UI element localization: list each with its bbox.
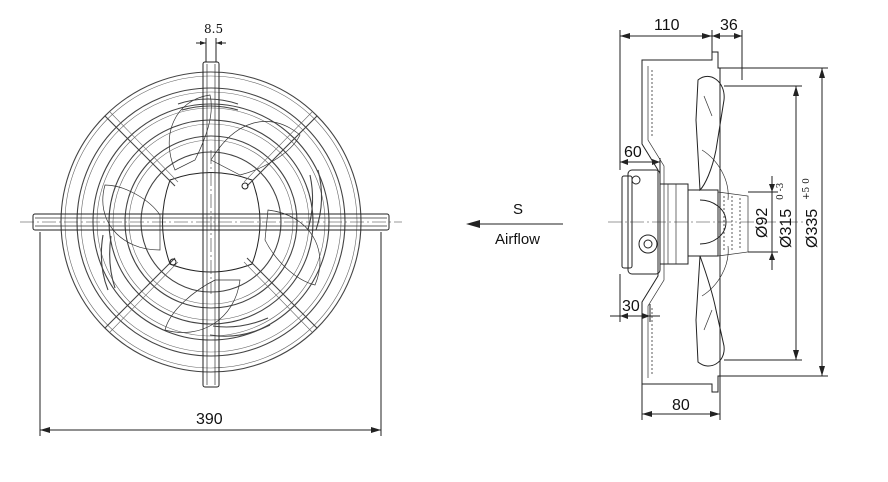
airflow-indicator: S Airflow (466, 201, 563, 248)
motor-dimension: 60 (620, 144, 661, 184)
airflow-symbol: S (513, 201, 523, 218)
clamp-dimension: 8.5 (196, 22, 226, 62)
airflow-label: Airflow (495, 231, 540, 248)
motor (621, 169, 749, 275)
mount-dimension: 30 (610, 274, 660, 322)
inner-dia-label: Ø315 (778, 209, 795, 248)
hub-dia-label: Ø92 (754, 208, 771, 238)
inner-dia-tol: 0 -3 (776, 182, 786, 200)
shroud (641, 51, 721, 393)
front-view: 8.5 390 (20, 22, 402, 436)
blade-dim-label: 36 (720, 17, 738, 34)
mount-dim-label: 30 (622, 298, 640, 315)
width-dimension: 390 (39, 232, 382, 436)
side-blades (695, 75, 729, 367)
ring-dim-label: 80 (672, 397, 690, 414)
width-dim-label: 390 (196, 411, 223, 428)
top-dimensions: 110 36 (619, 17, 743, 170)
outer-dia-label: Ø335 (804, 209, 821, 248)
hub-opening (162, 172, 261, 273)
clamp-dim-label: 8.5 (204, 22, 223, 36)
motor-dim-label: 60 (624, 144, 642, 161)
ring-dimension: 80 (641, 376, 721, 420)
outer-dia-tol: +5 0 (802, 178, 812, 200)
depth-dim-label: 110 (654, 17, 680, 34)
side-view: 110 36 60 30 80 (608, 17, 828, 420)
diameter-dimensions: Ø92 Ø315 0 -3 Ø335 +5 0 (720, 67, 828, 377)
